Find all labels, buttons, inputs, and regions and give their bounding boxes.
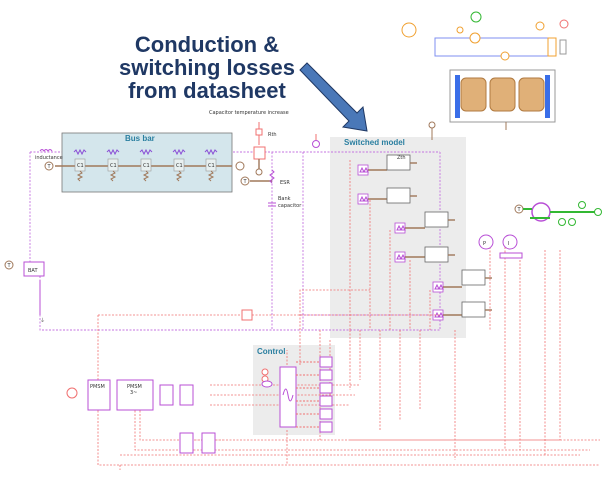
reference-input-icon[interactable] bbox=[261, 368, 269, 376]
temperature-sensor-icon[interactable] bbox=[44, 161, 54, 171]
busbar-cell-label: C1 bbox=[110, 163, 117, 169]
esr-label: ESR bbox=[280, 180, 290, 186]
resistor-icon bbox=[139, 148, 153, 156]
resistor-icon bbox=[175, 170, 183, 182]
svg-text:capacitor: capacitor bbox=[278, 203, 302, 209]
power-meter-icon[interactable] bbox=[478, 234, 494, 250]
svg-text:PMSM: PMSM bbox=[127, 384, 142, 390]
busbar-cell-label: C1 bbox=[143, 163, 150, 169]
inductance-label: inductance bbox=[35, 155, 63, 161]
control-title: Control bbox=[257, 347, 285, 356]
resistor-icon bbox=[76, 170, 84, 182]
diode-icon bbox=[359, 166, 369, 173]
transform-block-1[interactable] bbox=[159, 384, 174, 406]
svg-text:3~: 3~ bbox=[130, 390, 137, 396]
zth-block[interactable] bbox=[461, 301, 486, 318]
busbar-cell-label: C1 bbox=[77, 163, 84, 169]
thermal-port-icon bbox=[235, 161, 245, 171]
resistor-icon bbox=[106, 148, 120, 156]
switched-model-group[interactable] bbox=[330, 137, 466, 338]
zth-block[interactable] bbox=[461, 269, 486, 286]
svg-text:Bank: Bank bbox=[278, 196, 291, 202]
svg-text:Conduction &: Conduction & bbox=[135, 32, 279, 57]
pump-speed-icon[interactable] bbox=[470, 11, 482, 23]
coolant-loop bbox=[434, 37, 556, 57]
resistor-icon bbox=[73, 148, 87, 156]
svg-text:from datasheet: from datasheet bbox=[128, 78, 286, 103]
diode-icon bbox=[396, 253, 406, 260]
svg-text:PMSM: PMSM bbox=[90, 384, 105, 390]
rth-block[interactable] bbox=[255, 128, 263, 136]
mech-power-sensor-icon[interactable] bbox=[578, 201, 586, 209]
pmsm-controller-block[interactable] bbox=[116, 379, 154, 411]
signal-source-icon[interactable] bbox=[66, 387, 78, 399]
svg-text:P: P bbox=[483, 241, 486, 247]
diode-icon bbox=[396, 224, 406, 231]
resistor-icon bbox=[109, 170, 117, 182]
limiter-block[interactable] bbox=[241, 309, 253, 321]
svg-text:BAT: BAT bbox=[28, 268, 38, 274]
coolant-properties-icon[interactable] bbox=[401, 22, 417, 38]
gate-driver[interactable] bbox=[319, 421, 333, 433]
capacitor-temperature-label: Capacitor temperature increase bbox=[209, 110, 289, 116]
temperature-source-icon[interactable] bbox=[240, 176, 250, 186]
speed-sensor-icon[interactable] bbox=[558, 218, 566, 226]
gate-driver[interactable] bbox=[319, 356, 333, 368]
heat-flow-sensor-icon bbox=[255, 168, 263, 176]
battery-block[interactable] bbox=[23, 261, 45, 277]
diode-icon bbox=[359, 195, 369, 202]
transform-block-2[interactable] bbox=[179, 384, 194, 406]
resistor-icon bbox=[207, 170, 215, 182]
torque-sensor-icon[interactable] bbox=[568, 218, 576, 226]
busbar-cell-label: C1 bbox=[176, 163, 183, 169]
pointer-arrow bbox=[299, 62, 368, 132]
gate-driver[interactable] bbox=[319, 382, 333, 394]
svg-text:⏚: ⏚ bbox=[40, 317, 45, 324]
load-icon[interactable] bbox=[594, 208, 602, 216]
svg-text:I: I bbox=[508, 241, 509, 247]
zth-block[interactable] bbox=[424, 211, 449, 228]
transform-block-3[interactable] bbox=[179, 432, 194, 454]
headline: Conduction & switching losses from datas… bbox=[119, 32, 295, 103]
zth-block[interactable] bbox=[386, 187, 411, 204]
pump-icon[interactable] bbox=[469, 32, 481, 44]
svg-text:T: T bbox=[243, 179, 248, 185]
svg-text:T: T bbox=[7, 263, 12, 269]
power-sensor-icon[interactable] bbox=[312, 140, 320, 148]
transform-block-4[interactable] bbox=[201, 432, 216, 454]
gate-driver[interactable] bbox=[319, 369, 333, 381]
resistor-icon bbox=[204, 148, 218, 156]
constant-input-icon[interactable] bbox=[261, 380, 273, 388]
busbar-cell-label: C1 bbox=[208, 163, 215, 169]
thermal-capacitor-block[interactable] bbox=[253, 146, 266, 160]
svg-text:Rth: Rth bbox=[268, 132, 277, 138]
current-meter-icon[interactable] bbox=[502, 234, 518, 250]
zth-block[interactable] bbox=[424, 246, 449, 263]
diode-icon bbox=[434, 283, 444, 290]
svg-text:T: T bbox=[517, 207, 522, 213]
busbar-title: Bus bar bbox=[125, 134, 155, 143]
gate-driver[interactable] bbox=[319, 408, 333, 420]
svg-text:switching losses: switching losses bbox=[119, 55, 295, 80]
gate-driver[interactable] bbox=[319, 395, 333, 407]
pmsm-setpoint-block[interactable] bbox=[87, 379, 111, 411]
resistor-icon bbox=[142, 170, 150, 182]
switched-model-title: Switched model bbox=[344, 138, 405, 147]
svg-text:T: T bbox=[47, 164, 52, 170]
zth-label: Zth bbox=[397, 155, 406, 161]
resistor-icon bbox=[172, 148, 186, 156]
